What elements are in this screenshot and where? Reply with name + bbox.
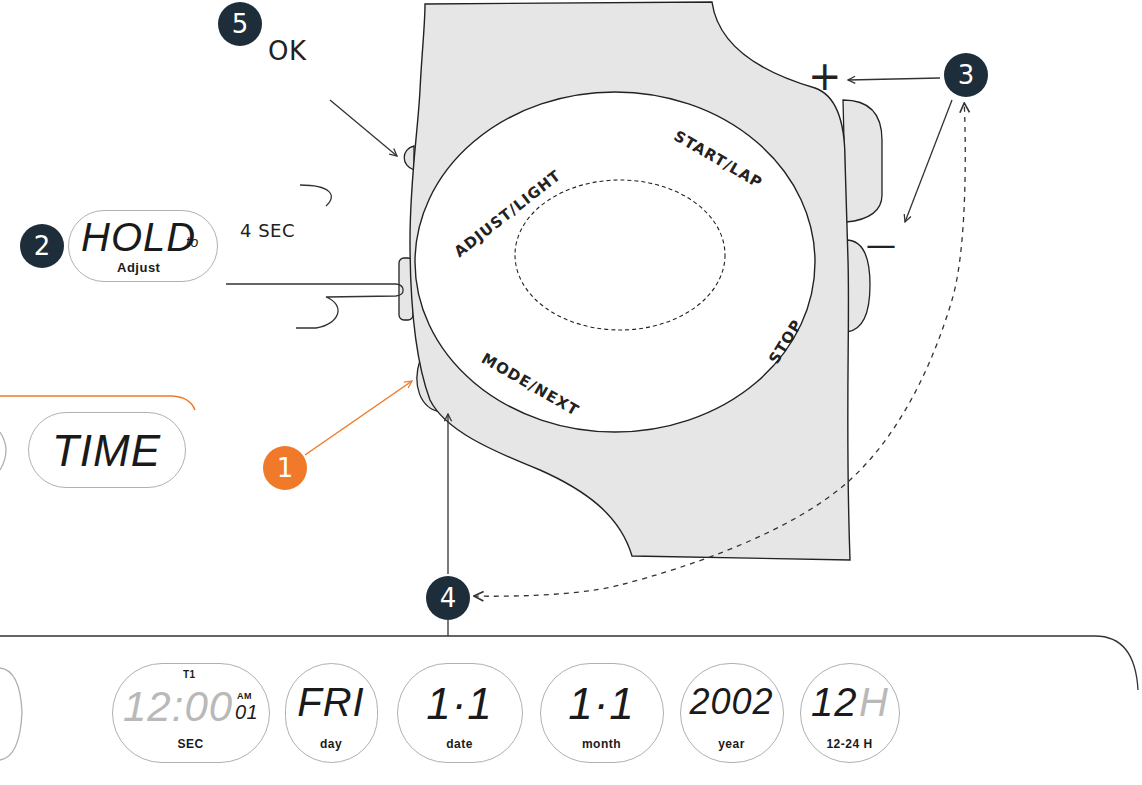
leader-line [447, 414, 448, 574]
callout-number: 3 [958, 62, 975, 88]
lcd-text: SEC [177, 738, 203, 750]
finger [300, 185, 331, 206]
lcd-screen [0, 432, 6, 470]
watch-display [515, 180, 725, 330]
button-label: OK [268, 38, 307, 64]
leader-line [447, 620, 448, 636]
callout-circle: 3 [944, 53, 988, 97]
lcd-screen [0, 668, 22, 760]
leader-line [848, 78, 940, 80]
lcd-text: date [446, 738, 473, 750]
bracket [0, 396, 195, 410]
lcd-screen: TIME [28, 412, 186, 488]
finger [226, 284, 403, 328]
watch-button [843, 100, 882, 222]
lcd-text: AM [237, 692, 252, 701]
watch-bezel [415, 92, 815, 432]
lcd-text: year [718, 738, 745, 750]
callout-number: 2 [34, 233, 51, 259]
lcd-text: 2002 [690, 684, 774, 720]
lcd-text: 12:00 [123, 686, 233, 728]
button-label: START/LAP [671, 129, 764, 192]
lcd-text: HOLD [81, 217, 196, 257]
lcd-text: 01 [235, 702, 258, 722]
lcd-screen: HOLDtoAdjust [68, 210, 218, 282]
lcd-screen: T1 12:00 AM01SEC [112, 663, 270, 763]
leader-line [330, 100, 397, 156]
lcd-screen: 1·1 date [397, 663, 523, 763]
callout-number: 1 [277, 455, 294, 481]
callout-circle: 4 [426, 576, 470, 620]
lcd-screen: 12H 12-24 H [800, 663, 900, 763]
callout-circle: 5 [218, 2, 262, 46]
callout-number: 5 [232, 11, 249, 37]
lcd-screen: 1·1 month [540, 663, 664, 763]
button-label: STOP [767, 317, 806, 366]
lcd-text: to [186, 235, 199, 249]
lcd-screen: 2002 year [680, 663, 784, 763]
lcd-text: month [582, 738, 621, 750]
duration-label: 4 SEC [240, 222, 295, 240]
leader-line [305, 381, 412, 455]
lcd-text: FRI [297, 682, 364, 722]
button-label: ADJUST/LIGHT [452, 168, 564, 260]
lcd-text: 1·1 [568, 682, 635, 726]
lcd-text: Adjust [117, 261, 160, 274]
button-label: MODE/NEXT [479, 351, 581, 419]
plus-sign: + [808, 56, 842, 96]
lcd-text: T1 [183, 670, 196, 680]
leader-line [905, 100, 952, 222]
callout-circle: 1 [263, 446, 307, 490]
lcd-text: TIME [52, 429, 161, 473]
minus-sign: — [866, 230, 897, 260]
callout-circle: 2 [20, 224, 64, 268]
lcd-text: day [320, 738, 342, 750]
lcd-text: 12-24 H [826, 738, 872, 750]
watch-body [410, 2, 850, 560]
lcd-text: H [859, 682, 889, 722]
lcd-text: 12 [811, 682, 858, 722]
lcd-text: 1·1 [426, 682, 493, 726]
lcd-screen: FRI day [285, 663, 378, 763]
watch-button [404, 146, 414, 170]
callout-number: 4 [440, 585, 457, 611]
